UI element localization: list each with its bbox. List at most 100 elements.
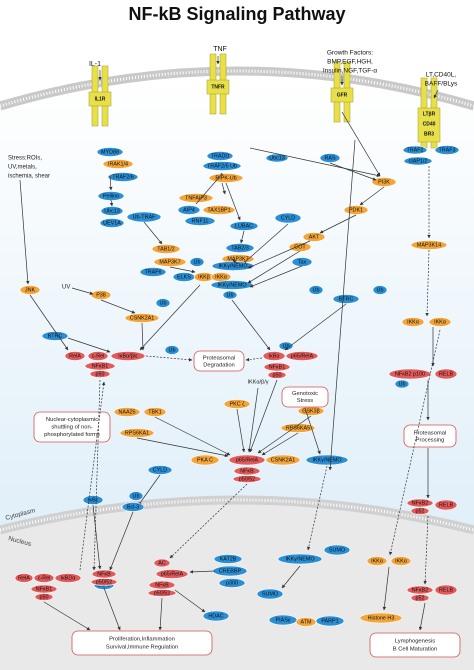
node-ikka[interactable]: IKKα bbox=[210, 272, 232, 282]
node-tnfaip3[interactable]: TNFAIP3 bbox=[178, 193, 214, 203]
node-rps6ka1[interactable]: RPS6KA1 bbox=[119, 428, 155, 438]
node-histone[interactable]: Histone H3 bbox=[359, 612, 403, 624]
node-relb3[interactable]: RELB bbox=[434, 584, 458, 596]
node-rnf11[interactable]: RNF11 bbox=[184, 216, 216, 226]
node-p52a[interactable]: p52 bbox=[410, 507, 430, 515]
node-ub6[interactable]: Ub bbox=[164, 345, 180, 355]
node-nfkbn2[interactable]: NFκB bbox=[148, 580, 176, 590]
node-pkcz[interactable]: PKC ζ bbox=[223, 399, 251, 409]
node-ubc13[interactable]: Ubc13 bbox=[100, 206, 124, 216]
node-aip4[interactable]: AIP4 bbox=[177, 205, 201, 215]
node-tbk1[interactable]: TBK1 bbox=[143, 407, 167, 417]
node-ikkg2[interactable]: IKKγ/NEMO bbox=[210, 280, 254, 290]
node-tab12[interactable]: TAB1/2 bbox=[151, 244, 181, 254]
node-tax1bp1[interactable]: TAX1BP1 bbox=[202, 205, 236, 215]
node-cot[interactable]: COT bbox=[288, 242, 312, 252]
node-akt[interactable]: AKT bbox=[302, 232, 326, 242]
node-crebbp[interactable]: CREBBP bbox=[212, 565, 248, 577]
node-nfkb1[interactable]: NFκB1 bbox=[84, 361, 116, 371]
node-relb2[interactable]: RELB bbox=[434, 499, 458, 511]
node-p52b[interactable]: p52 bbox=[410, 594, 430, 602]
node-naa25[interactable]: NAA25 bbox=[113, 407, 141, 417]
node-p65rela[interactable]: p65/RelA bbox=[285, 351, 319, 361]
node-parp1[interactable]: PARP1 bbox=[315, 615, 345, 627]
node-map3k14[interactable]: MAP3K14 bbox=[410, 240, 448, 250]
node-creln[interactable]: c-Rel bbox=[33, 573, 55, 583]
node-nfkb2b[interactable]: NFκB2 bbox=[406, 498, 434, 508]
node-pi3k[interactable]: PI3K bbox=[371, 177, 397, 187]
node-p5052n2[interactable]: p50/52 bbox=[147, 589, 177, 597]
node-nfkb2p100[interactable]: NFκB2 p100 bbox=[388, 368, 432, 380]
node-ub7[interactable]: Ub bbox=[278, 341, 294, 351]
il1r-receptor[interactable]: IL1R bbox=[88, 65, 112, 127]
node-bcl3[interactable]: Bcl-3 bbox=[121, 502, 145, 512]
node-ikka2[interactable]: IKKα bbox=[401, 317, 425, 327]
node-ikka5[interactable]: IKKα bbox=[390, 556, 412, 566]
node-pkac[interactable]: PKA C bbox=[190, 454, 220, 466]
node-rps6ka5[interactable]: RPS6KA5 bbox=[280, 423, 316, 433]
node-cyld2[interactable]: CYLD bbox=[147, 465, 173, 475]
node-tradd[interactable]: TRADD bbox=[206, 151, 234, 161]
node-nfkbn[interactable]: NFκB bbox=[91, 569, 117, 579]
node-p38[interactable]: P38 bbox=[90, 290, 112, 300]
node-rela1[interactable]: RelA bbox=[64, 351, 86, 361]
node-ripk[interactable]: RIPK-Ub bbox=[208, 173, 244, 183]
node-nfkb2[interactable]: NFκB1 bbox=[263, 362, 291, 372]
node-p5052n[interactable]: p50/52 bbox=[90, 578, 118, 586]
node-cyld1[interactable]: CYLD bbox=[274, 212, 302, 224]
node-ikba2[interactable]: IκBα bbox=[262, 351, 286, 361]
node-ub1[interactable]: Ub bbox=[189, 257, 205, 267]
node-ciap[interactable]: cIAP1/2 bbox=[403, 156, 433, 166]
node-kat2b[interactable]: KAT2B bbox=[213, 554, 243, 564]
node-ubtraf[interactable]: Ub-TRAF bbox=[126, 211, 162, 223]
node-ikkgn[interactable]: IKKγ/NEMO bbox=[305, 454, 349, 466]
node-irak[interactable]: IRAK1/4 bbox=[102, 159, 134, 169]
node-ub5[interactable]: Ub bbox=[372, 285, 388, 295]
node-pellino[interactable]: Pellino bbox=[97, 191, 125, 201]
node-ub8[interactable]: Ub bbox=[128, 491, 144, 501]
node-ikkgn2[interactable]: IKKγ/NEMO bbox=[277, 553, 323, 565]
node-nfkb1n[interactable]: NFκB1 bbox=[30, 584, 58, 594]
node-gsk3b[interactable]: GSK3β bbox=[297, 406, 325, 416]
node-ac[interactable]: AC bbox=[153, 558, 171, 568]
node-atm[interactable]: ATM bbox=[295, 617, 317, 627]
node-traf6b[interactable]: TRAF6 bbox=[139, 267, 167, 277]
node-csnk[interactable]: CSNK2A1 bbox=[124, 313, 160, 323]
node-nfkb2c[interactable]: NFκB2 bbox=[406, 585, 434, 595]
node-p65n[interactable]: p65/RelA bbox=[155, 569, 189, 579]
node-uev1a[interactable]: UEV1A bbox=[99, 218, 125, 228]
node-crel1[interactable]: c-Rel bbox=[87, 351, 109, 361]
node-sumo2[interactable]: SUMO bbox=[256, 588, 284, 600]
node-ras[interactable]: RAS bbox=[319, 153, 341, 163]
node-p50n[interactable]: p50 bbox=[34, 593, 54, 601]
node-traf25[interactable]: TRAF2/5 Ub bbox=[202, 161, 242, 171]
node-myd88[interactable]: MYD88 bbox=[96, 147, 124, 157]
gfr-receptor[interactable]: GFR bbox=[330, 61, 354, 123]
node-ikkg[interactable]: IKKγ/NEMO bbox=[211, 261, 255, 271]
node-ikba1[interactable]: IκBα/β/ε bbox=[110, 351, 146, 361]
node-btrc2[interactable]: BTRC bbox=[332, 294, 360, 304]
node-p65rela2[interactable]: p65/RelA bbox=[228, 454, 266, 466]
node-ub4[interactable]: Ub bbox=[308, 285, 324, 295]
node-tax[interactable]: Tax bbox=[291, 257, 313, 267]
node-traf2r[interactable]: TRAF2 bbox=[402, 145, 428, 155]
node-p50b[interactable]: p50 bbox=[267, 371, 287, 379]
node-elks[interactable]: ELKS bbox=[172, 272, 196, 282]
node-traf6a[interactable]: TRAF2/6 bbox=[107, 172, 139, 182]
node-p50a[interactable]: p50 bbox=[89, 370, 111, 378]
node-ub3[interactable]: Ub bbox=[155, 298, 171, 308]
node-hdac[interactable]: HDAC bbox=[202, 610, 230, 622]
node-jnk[interactable]: JNK bbox=[19, 285, 41, 295]
node-ub2[interactable]: Ub bbox=[222, 290, 238, 300]
node-map3k7[interactable]: MAP3K7 bbox=[153, 257, 187, 267]
node-ikbzn[interactable]: IκBζ/α bbox=[54, 573, 82, 583]
tnfr-receptor[interactable]: TNFR bbox=[206, 53, 230, 115]
node-traf3[interactable]: TRAF3 bbox=[434, 145, 460, 155]
node-relb1[interactable]: RELB bbox=[434, 368, 458, 380]
node-relan[interactable]: RelA bbox=[14, 573, 34, 583]
node-pdk1[interactable]: PDK1 bbox=[343, 205, 369, 215]
node-btrc1[interactable]: BTRC bbox=[41, 331, 69, 341]
node-p300[interactable]: p300 bbox=[218, 578, 246, 588]
node-tab2[interactable]: TAB2/3 bbox=[225, 243, 255, 253]
